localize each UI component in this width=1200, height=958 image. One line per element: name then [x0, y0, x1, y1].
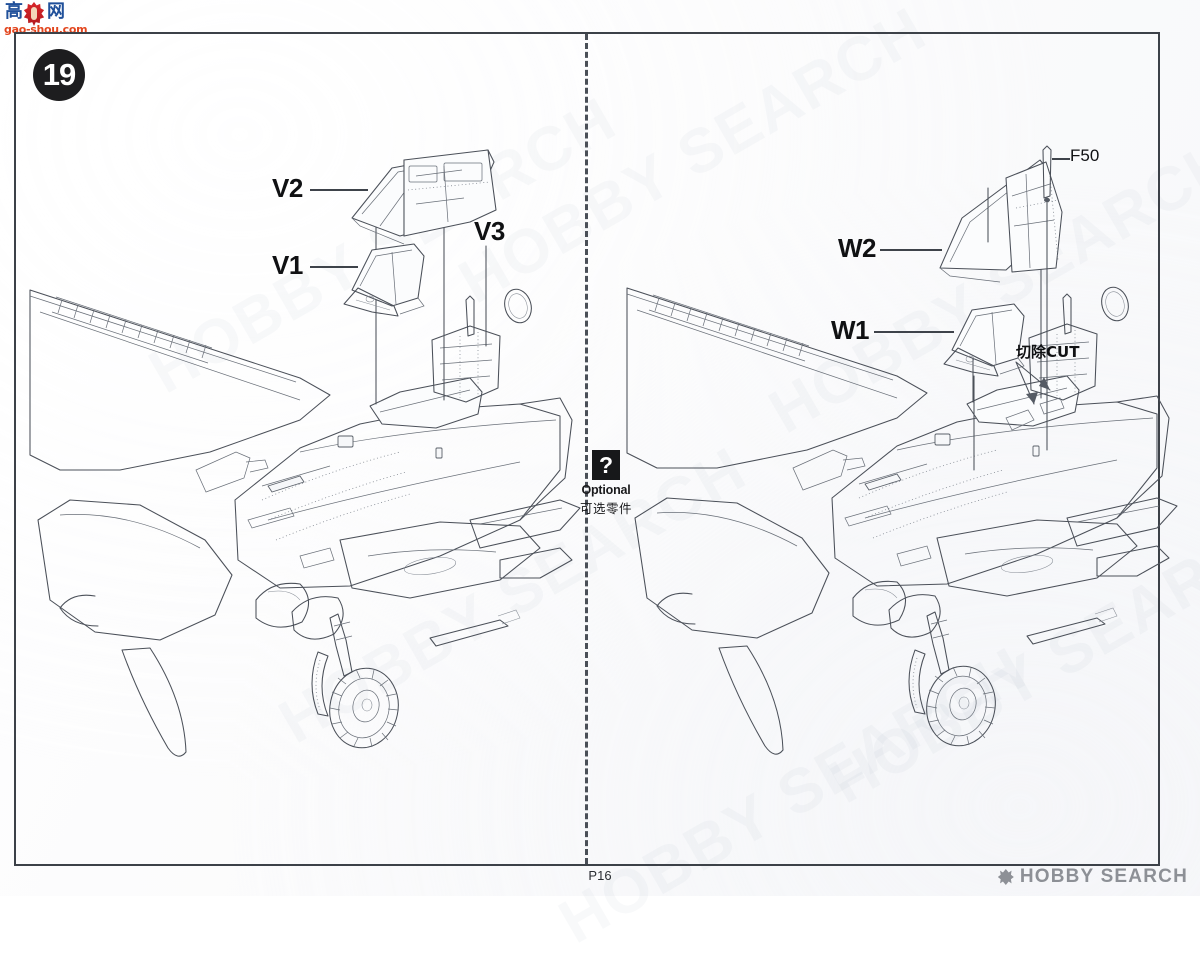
- callout-label-cut: 切除CUT: [1016, 343, 1080, 361]
- leader-line-v2: [310, 189, 368, 191]
- optional-part-marker: ? Optional 可选零件: [569, 450, 643, 517]
- callout-label-w2: W2: [838, 233, 877, 263]
- callout-label-v1: V1: [272, 250, 303, 280]
- callout-label-w1: W1: [831, 315, 870, 345]
- seal-thumb-shape: [31, 7, 37, 20]
- leader-line-w2: [880, 249, 942, 251]
- optional-label-en: Optional: [581, 483, 631, 497]
- optional-label-cn: 可选零件: [579, 501, 632, 516]
- leader-line-w1: [874, 331, 954, 333]
- callout-label-v2: V2: [272, 173, 303, 203]
- logo-cjk-right: 网: [47, 1, 65, 22]
- step-number-badge: 19: [33, 49, 85, 101]
- callout-label-f50: F50: [1070, 146, 1100, 165]
- leader-line-v1: [310, 266, 358, 268]
- question-mark-icon: ?: [592, 450, 620, 480]
- page-number: P16: [588, 868, 612, 883]
- hobby-search-mark-icon: [997, 869, 1014, 885]
- leader-line-f50: [1052, 158, 1070, 160]
- hobby-search-text: HOBBY SEARCH: [1019, 866, 1188, 887]
- panel-divider-dashed-line: [585, 34, 588, 864]
- logo-cjk-left: 高: [5, 1, 23, 22]
- hobby-search-watermark: HOBBY SEARCH: [997, 866, 1188, 888]
- callout-label-v3: V3: [474, 216, 505, 246]
